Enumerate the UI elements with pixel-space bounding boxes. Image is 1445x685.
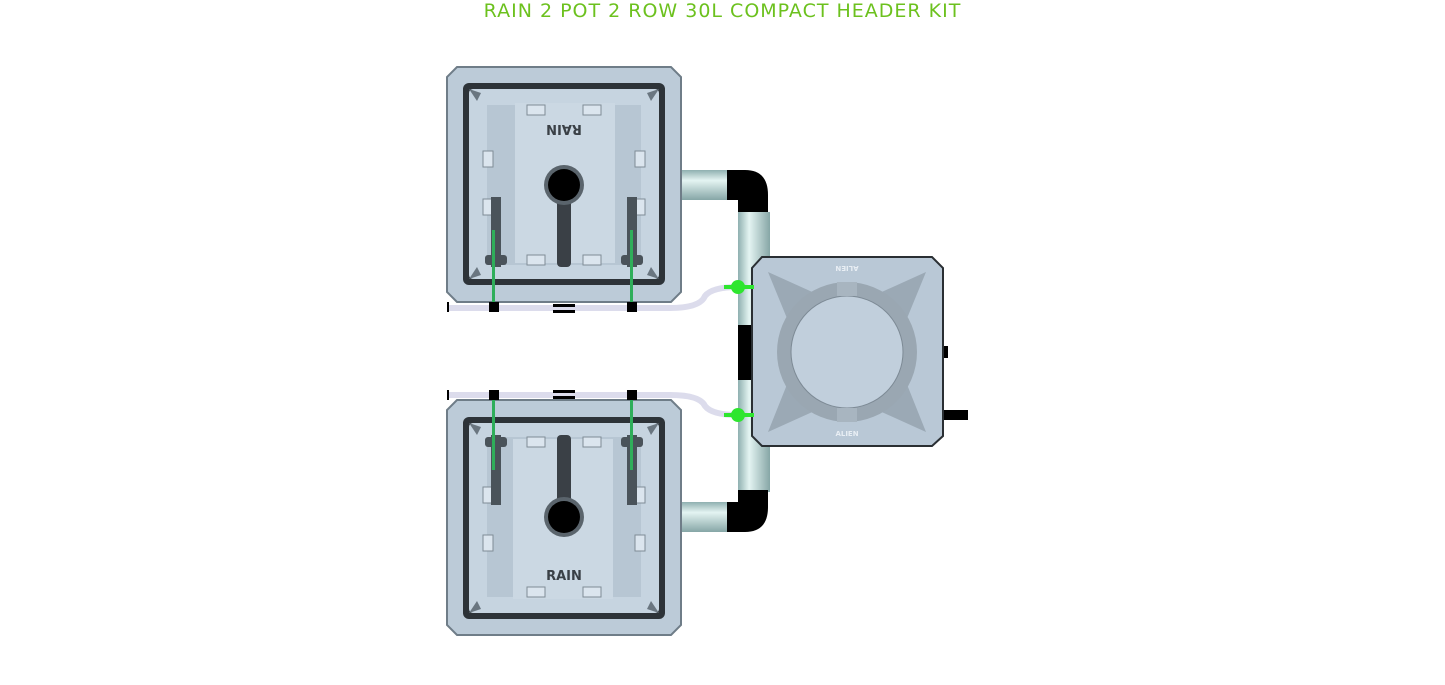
pot-connector-pipe-bottom — [681, 502, 729, 532]
drip-tube — [630, 390, 633, 470]
controller-logo-bottom: ALIEN — [835, 430, 858, 438]
elbow-bottom — [727, 490, 768, 532]
pot-2: RAIN — [446, 390, 682, 636]
controller-tank: ALIEN ALIEN — [751, 256, 968, 447]
drip-tube — [492, 230, 495, 310]
drain-line-bottom — [447, 392, 739, 418]
elbow-top — [727, 170, 768, 212]
drip-tube — [630, 230, 633, 310]
drip-tube — [492, 390, 495, 470]
pot-2-logo: RAIN — [546, 569, 582, 584]
pot-connector-pipe-top — [681, 170, 729, 200]
kit-title: RAIN 2 POT 2 ROW 30L COMPACT HEADER KIT — [483, 0, 962, 22]
fitting-top — [724, 280, 754, 294]
controller-logo-top: ALIEN — [835, 264, 858, 272]
pot-1: RAIN — [446, 66, 682, 313]
pot-1-logo: RAIN — [546, 121, 582, 136]
drain-line-top — [447, 284, 739, 311]
fitting-bottom — [724, 408, 754, 422]
